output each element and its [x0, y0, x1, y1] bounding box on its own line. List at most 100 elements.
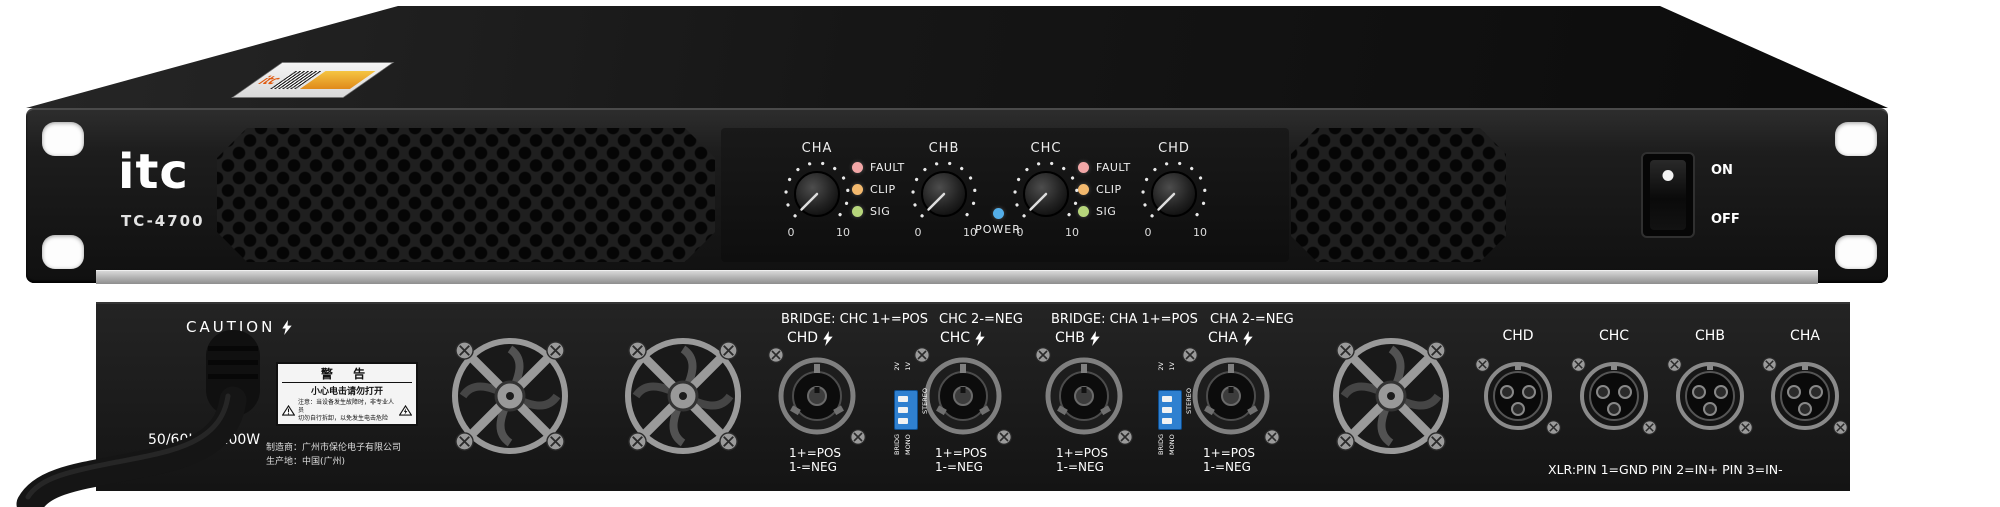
- led-row-sig: SIG: [852, 205, 905, 218]
- cord-strain-relief: [206, 330, 260, 416]
- manufacturer-line: 制造商：广州市保伦电子有限公司: [266, 443, 402, 453]
- rack-ear-hole: [1835, 235, 1877, 269]
- dip-bottom-legend: BRIDG MONO: [893, 434, 912, 455]
- dip-body[interactable]: [1158, 390, 1182, 430]
- mode-dip-switch[interactable]: 2V 1V STEREO BRIDG MONO: [884, 362, 930, 466]
- pin-neg: 1-=NEG: [935, 460, 983, 475]
- ventilation-grille-right: [1291, 128, 1506, 262]
- dip-toggle[interactable]: [898, 396, 908, 402]
- pin-neg: 1-=NEG: [1056, 460, 1104, 475]
- dip-toggle[interactable]: [1162, 418, 1172, 424]
- xlr-input-chb: [1667, 357, 1753, 435]
- power-led: [992, 208, 1004, 219]
- fault-led-label: FAULT: [1096, 161, 1131, 174]
- dip-toggle[interactable]: [1162, 407, 1172, 413]
- clip-led-label: CLIP: [870, 183, 896, 196]
- xlr-pin-hole: [1607, 402, 1621, 416]
- switch-off-label: OFF: [1711, 212, 1740, 227]
- dip-bridge-label: BRIDG: [893, 434, 901, 455]
- screw-icon: [1182, 347, 1198, 363]
- rocker-indicator-dot: [1662, 170, 1674, 181]
- xlr-pin-hole: [1596, 385, 1610, 399]
- sig-led: [852, 206, 863, 217]
- xlr-input-chd: [1475, 357, 1561, 435]
- power-rocker[interactable]: [1650, 160, 1686, 230]
- knob-max-label: 10: [1065, 226, 1079, 239]
- top-label-sticker: itc: [231, 62, 395, 98]
- screw-icon: [1336, 341, 1355, 360]
- channel-text: CHC: [940, 330, 971, 346]
- pin-pos: 1+=POS: [789, 446, 842, 460]
- warning-note-line1: 注意：当设备发生故障时，非专业人员: [298, 399, 395, 414]
- screw-icon: [768, 347, 784, 363]
- caution-label: CAUTION: [186, 318, 292, 336]
- xlr-pin-hole: [1511, 402, 1525, 416]
- sig-led: [1078, 206, 1089, 217]
- cord-cable: [16, 386, 247, 507]
- xlr-pin-hole: [1500, 385, 1514, 399]
- dip-toggle[interactable]: [1162, 396, 1172, 402]
- screw-icon: [1264, 429, 1280, 445]
- screw-icon: [850, 429, 866, 445]
- knob-max-label: 10: [836, 226, 850, 239]
- knob-max-label: 10: [963, 226, 977, 239]
- mode-dip-switch[interactable]: 2V 1V STEREO BRIDG MONO: [1148, 362, 1194, 466]
- dip-1v-label: 1V: [1168, 362, 1176, 371]
- led-row-fault: FAULT: [1078, 161, 1131, 174]
- warning-triangle-icon: [282, 405, 295, 416]
- gain-knob-chd[interactable]: CHD 0 10: [1124, 136, 1224, 246]
- screw-icon: [1475, 357, 1490, 372]
- gain-knob-chc[interactable]: CHC 0 10: [996, 136, 1096, 246]
- production-place-line: 生产地：中国(广州): [266, 456, 346, 467]
- speakon-connector-chc: [914, 347, 1012, 445]
- channel-text: CHB: [1055, 330, 1085, 346]
- rack-ear-hole: [1835, 122, 1877, 156]
- xlr-pin-hole: [1692, 385, 1706, 399]
- dip-toggle[interactable]: [898, 418, 908, 424]
- dip-2v-label: 2V: [1157, 362, 1165, 371]
- led-row-fault: FAULT: [852, 161, 905, 174]
- screw-icon: [719, 341, 738, 360]
- speakon-connector-chd: [768, 347, 866, 445]
- warning-sticker: 警 告 小心电击请勿打开 注意：当设备发生故障时，非专业人员 切勿自行拆卸，以免…: [276, 362, 418, 426]
- warning-note: 注意：当设备发生故障时，非专业人员 切勿自行拆卸，以免发生电击危险: [282, 399, 412, 422]
- knob-pointer: [927, 192, 946, 211]
- screw-icon: [1738, 420, 1753, 435]
- xlr-pin-hole: [1798, 402, 1812, 416]
- sig-led-label: SIG: [870, 205, 891, 218]
- bridge-note: BRIDGE: CHA 1+=POS: [1051, 312, 1198, 327]
- screw-icon: [1762, 357, 1777, 372]
- screw-icon: [1833, 420, 1848, 435]
- screw-icon: [1546, 420, 1561, 435]
- xlr-pin-hole: [1714, 385, 1728, 399]
- dip-toggle[interactable]: [898, 407, 908, 413]
- screw-icon: [1642, 420, 1657, 435]
- speakon-channel-label: CHC: [940, 330, 985, 346]
- rack-ear-hole: [42, 122, 84, 156]
- knob-channel-label: CHB: [929, 141, 960, 156]
- warning-note-text: 注意：当设备发生故障时，非专业人员 切勿自行拆卸，以免发生电击危险: [298, 399, 396, 422]
- xlr-channel-label: CHA: [1790, 328, 1820, 344]
- screw-icon: [996, 429, 1012, 445]
- dip-stereo-label: STEREO: [921, 388, 929, 414]
- dip-body[interactable]: [894, 390, 918, 430]
- clip-led: [852, 184, 863, 195]
- speakon-channel-label: CHD: [787, 330, 833, 346]
- bridge-note: CHC 2-=NEG: [939, 312, 1023, 327]
- xlr-input-cha: [1762, 357, 1848, 435]
- fault-led: [852, 162, 863, 173]
- caution-text: CAUTION: [186, 318, 276, 336]
- speakon-pinout: 1+=POS 1-=NEG: [1203, 446, 1255, 475]
- screw-icon: [1336, 432, 1355, 451]
- power-switch[interactable]: ON OFF: [1641, 152, 1740, 238]
- xlr-pinout-note: XLR:PIN 1=GND PIN 2=IN+ PIN 3=IN-: [1548, 462, 1783, 477]
- warning-note-line2: 切勿自行拆卸，以免发生电击危险: [298, 414, 389, 422]
- knob-min-label: 0: [1145, 226, 1152, 239]
- gain-knob-cha[interactable]: CHA 0 10: [767, 136, 867, 246]
- bridge-note: CHA 2-=NEG: [1210, 312, 1294, 327]
- speakon-pinout: 1+=POS 1-=NEG: [789, 446, 841, 475]
- screw-icon: [719, 432, 738, 451]
- gain-knob-chb[interactable]: CHB 0 10: [894, 136, 994, 246]
- screw-icon: [1035, 347, 1051, 363]
- brand-logo: itc: [118, 144, 189, 200]
